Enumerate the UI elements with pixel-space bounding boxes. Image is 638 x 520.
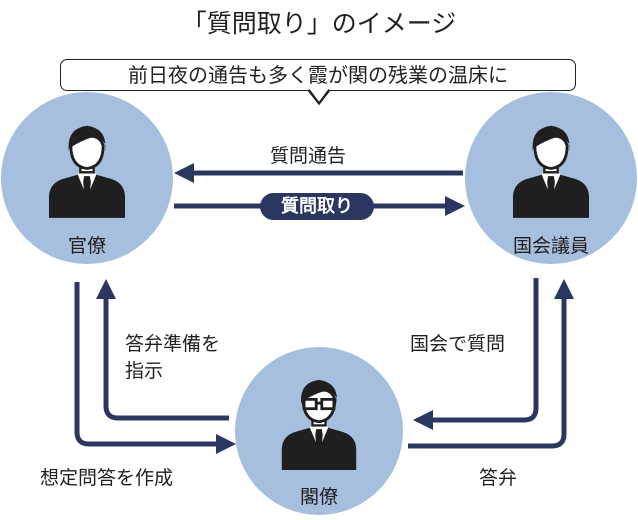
diet-member-label: 国会議員 — [512, 235, 589, 257]
draft-answers-label: 想定問答を作成 — [40, 467, 174, 489]
speech-bubble: 前日夜の通告も多く霞が関の残業の温床に — [60, 59, 576, 91]
answer-label: 答弁 — [479, 467, 518, 489]
instruct-prep-label-line2: 指示 — [125, 360, 164, 382]
question-taking-badge: 質問取り — [260, 193, 374, 220]
ask-in-diet-arrow — [413, 278, 539, 430]
bubble-pointer — [306, 89, 332, 106]
question-notice-label: 質問通告 — [270, 145, 347, 167]
draft-answers-arrow — [74, 282, 236, 454]
minister-icon — [280, 378, 358, 472]
instruct-prep-label-line1: 答弁準備を — [125, 333, 221, 355]
answer-arrow — [408, 279, 574, 449]
diagram-title: 「質問取り」のイメージ — [181, 9, 457, 38]
ask-in-diet-label: 国会で質問 — [410, 333, 506, 355]
bureaucrat-label: 官僚 — [67, 235, 106, 257]
question-notice-arrow — [174, 163, 463, 183]
minister-label: 閣僚 — [299, 486, 338, 508]
instruct-prep-arrow — [96, 279, 229, 421]
